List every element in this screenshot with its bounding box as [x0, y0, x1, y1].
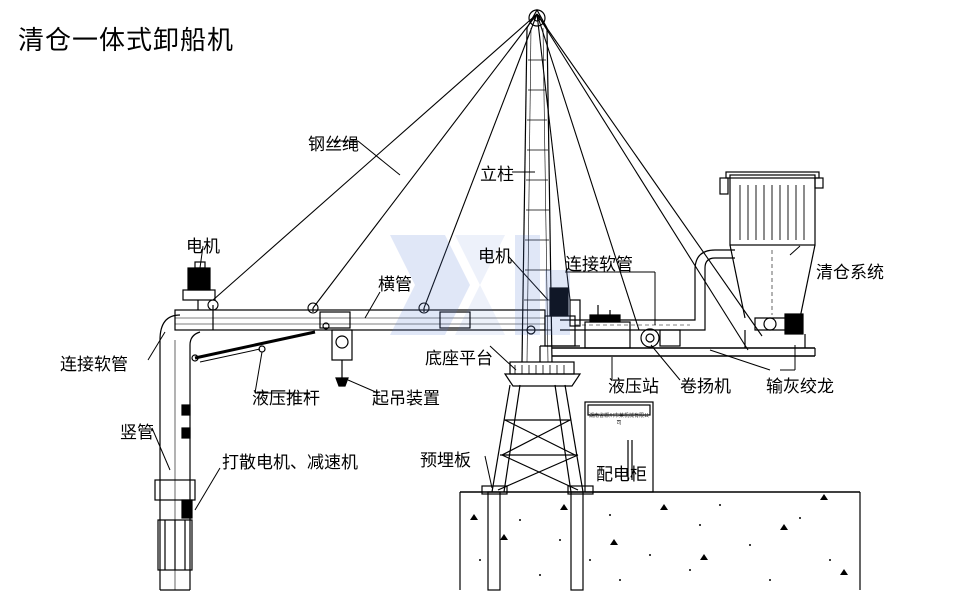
- label-wire-rope: 钢丝绳: [308, 135, 359, 155]
- watermark-logo: [390, 235, 570, 335]
- wire-ropes: [207, 13, 763, 351]
- cabinet-nameplate: 湖南省郴州市某机械有限公司: [588, 413, 649, 426]
- label-motor-mid: 电机: [478, 247, 512, 267]
- label-motor-top: 电机: [186, 237, 220, 257]
- foundation: [459, 491, 861, 591]
- label-distribution-cabinet: 配电柜: [596, 465, 647, 485]
- lifting-device-drawing: [331, 329, 353, 387]
- label-connect-hose-right: 连接软管: [565, 255, 633, 275]
- label-hydraulic-station: 液压站: [608, 377, 659, 397]
- boom-motor: [182, 261, 216, 310]
- label-ash-screw: 输灰绞龙: [766, 377, 834, 397]
- label-scatter-motor: 打散电机、减速机: [222, 453, 358, 473]
- leader-lines: [147, 140, 801, 511]
- vertical-pipe: [154, 314, 201, 591]
- hydraulic-pusher-drawing: [191, 330, 316, 363]
- label-lifting-device: 起吊装置: [372, 389, 440, 409]
- label-vertical-pipe: 竖管: [120, 423, 154, 443]
- label-embedded-plate: 预埋板: [420, 451, 471, 471]
- label-connect-hose-left: 连接软管: [60, 355, 128, 375]
- label-cross-pipe: 横管: [378, 275, 412, 295]
- slewing-base: [503, 361, 582, 387]
- pedestal-truss: [481, 384, 594, 495]
- label-winch: 卷扬机: [680, 377, 731, 397]
- distribution-cabinet-drawing: [584, 401, 654, 493]
- label-clean-system: 清仓系统: [816, 263, 884, 283]
- cleaning-silo: [719, 171, 824, 319]
- equipment-deck: [552, 249, 816, 357]
- page-title: 清仓一体式卸船机: [18, 26, 235, 56]
- mast-motor: [539, 287, 581, 362]
- label-base-platform: 底座平台: [425, 349, 493, 369]
- label-hydraulic-pusher: 液压推杆: [252, 389, 320, 409]
- label-column: 立柱: [480, 165, 514, 185]
